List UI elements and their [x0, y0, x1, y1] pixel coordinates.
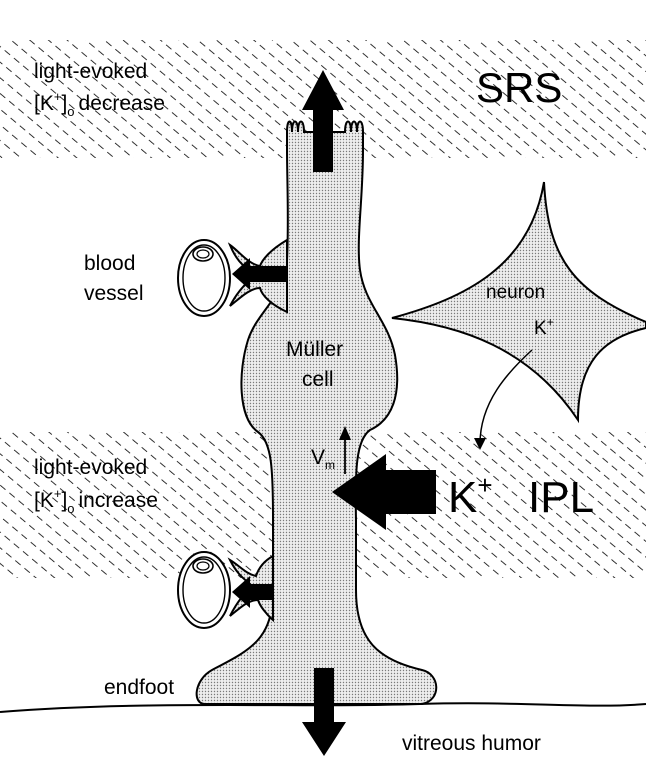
label-muller: Müller — [286, 338, 343, 361]
arrow-left-upper-vessel — [232, 258, 287, 290]
arrow-k-into-cell — [332, 454, 436, 530]
label-vessel: vessel — [84, 282, 144, 305]
arrow-left-lower-vessel — [232, 576, 273, 608]
label-vm: Vm — [311, 446, 335, 472]
label-srs: SRS — [476, 64, 562, 111]
vitreous-surface-line — [0, 702, 646, 713]
label-blood: blood — [84, 252, 135, 275]
label-neuron: neuron — [486, 282, 545, 303]
label-mid-light-evoked: light-evoked — [34, 456, 147, 479]
neuron-body — [391, 181, 646, 424]
label-top-light-evoked: light-evoked — [34, 60, 147, 83]
label-vitreous-humor: vitreous humor — [402, 732, 541, 755]
label-big-k: K+ — [448, 470, 493, 522]
label-ipl: IPL — [528, 473, 594, 522]
label-neuron-k: K+ — [534, 315, 554, 339]
muller-cell-body — [195, 120, 438, 705]
label-cell: cell — [302, 368, 334, 391]
vm-arrow-head — [339, 426, 351, 440]
k-efflux-curve — [474, 349, 533, 450]
label-endfoot: endfoot — [104, 676, 174, 699]
arrow-down-vitreous — [302, 668, 346, 756]
arrow-up-srs — [302, 70, 344, 172]
